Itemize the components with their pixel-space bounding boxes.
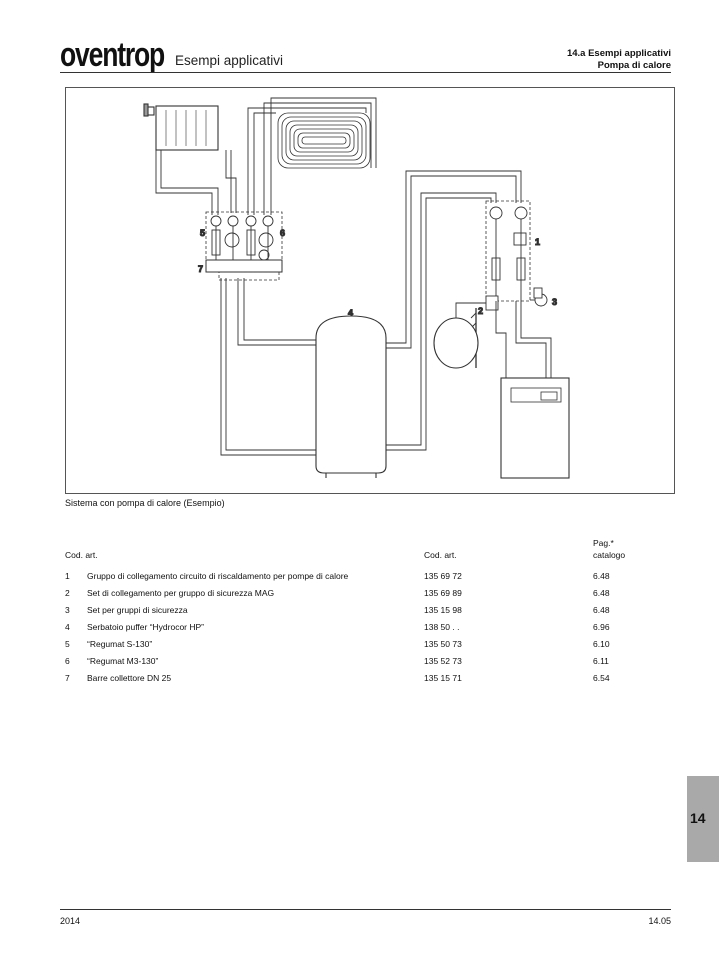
cell-num: 1: [65, 570, 70, 581]
header-page-top: Pag.*: [593, 538, 614, 548]
table-row: 7 Barre collettore DN 25 135 15 71 6.54: [65, 669, 645, 686]
tank-to-group-pipes: [386, 170, 522, 451]
manifold-bar: [205, 259, 283, 273]
cell-page: 6.48: [593, 587, 610, 598]
cell-code: 135 50 73: [424, 638, 462, 649]
cell-page: 6.11: [593, 655, 609, 666]
label-4: 4: [348, 308, 353, 318]
label-7: 7: [198, 264, 203, 274]
system-diagram: 5 6 7 4 1 2 3: [65, 87, 675, 494]
footer-rule: [60, 909, 671, 910]
expansion-vessel: [433, 317, 479, 369]
heat-pump-group-box: [485, 200, 531, 302]
section-title: Esempi applicativi: [175, 53, 284, 68]
group-to-heatpump-pipes: [495, 301, 552, 378]
table-row: 4 Serbatoio puffer “Hydrocor HP” 138 50 …: [65, 618, 645, 635]
footer-year: 2014: [60, 916, 81, 926]
heat-pump-unit: [500, 377, 570, 479]
chapter-tab-label: 14: [690, 810, 706, 826]
subchapter-title: Pompa di calore: [597, 60, 671, 71]
radiator: [143, 103, 219, 151]
table-header-row: Cod. art. Cod. art. Pag.* catalogo: [65, 537, 645, 567]
cell-code: 135 15 98: [424, 604, 462, 615]
pump-group-5: [210, 215, 240, 263]
manifold-to-tank-pipes: [220, 278, 316, 456]
heat-pump-group: [489, 206, 528, 301]
cell-num: 4: [65, 621, 70, 632]
table-row: 6 “Regumat M3-130” 135 52 73 6.11: [65, 652, 645, 669]
cell-desc: “Regumat M3-130”: [87, 655, 159, 666]
cell-desc: Set di collegamento per gruppo di sicure…: [87, 587, 275, 598]
table-row: 2 Set di collegamento per gruppo di sicu…: [65, 584, 645, 601]
cell-num: 3: [65, 604, 70, 615]
label-3: 3: [552, 297, 557, 307]
cell-num: 5: [65, 638, 70, 649]
brand-logo: oventrop: [60, 36, 165, 74]
cell-code: 135 69 89: [424, 587, 462, 598]
diagram-drawing: 5 6 7 4 1 2 3: [143, 97, 570, 479]
cell-code: 138 50 . .: [424, 621, 460, 632]
cell-code: 135 52 73: [424, 655, 462, 666]
pump-group-6: [245, 215, 274, 263]
pump-group-box-5-6: [205, 211, 283, 273]
cell-code: 135 15 71: [424, 672, 462, 683]
cell-desc: Gruppo di collegamento circuito di risca…: [87, 570, 349, 581]
footer-page-number: 14.05: [648, 916, 671, 926]
header-page-bottom: catalogo: [593, 550, 626, 560]
underfloor-heating-coil: [277, 112, 371, 169]
label-6: 6: [280, 228, 285, 238]
header-code: Cod. art.: [424, 550, 457, 560]
cell-page: 6.10: [593, 638, 610, 649]
floor-heating-pipes: [247, 97, 377, 215]
cell-num: 2: [65, 587, 70, 598]
cell-num: 6: [65, 655, 70, 666]
chapter-heading: 14.a Esempi applicativi Pompa di calore: [567, 48, 671, 72]
cell-code: 135 69 72: [424, 570, 462, 581]
radiator-pipes: [155, 150, 237, 215]
table-row: 3 Set per gruppi di sicurezza 135 15 98 …: [65, 601, 645, 618]
header-page: Pag.* catalogo: [593, 537, 645, 567]
header-rule: [60, 72, 671, 73]
table-row: 1 Gruppo di collegamento circuito di ris…: [65, 567, 645, 584]
cell-desc: Set per gruppi di sicurezza: [87, 604, 188, 615]
label-1: 1: [535, 237, 540, 247]
cell-page: 6.48: [593, 570, 610, 581]
cell-desc: Barre collettore DN 25: [87, 672, 172, 683]
safety-group: [530, 287, 548, 307]
cell-page: 6.54: [593, 672, 610, 683]
cell-desc: “Regumat S-130”: [87, 638, 153, 649]
label-2: 2: [478, 306, 483, 316]
manifold-box: [218, 271, 280, 281]
cell-num: 7: [65, 672, 70, 683]
header-num: Cod. art.: [65, 550, 98, 560]
parts-table: Cod. art. Cod. art. Pag.* catalogo 1 Gru…: [65, 537, 645, 686]
chapter-title: 14.a Esempi applicativi: [566, 48, 671, 59]
cell-desc: Serbatoio puffer “Hydrocor HP”: [87, 621, 205, 632]
cell-page: 6.96: [593, 621, 610, 632]
chapter-tab[interactable]: 14: [687, 776, 719, 862]
cell-page: 6.48: [593, 604, 610, 615]
figure-caption: Sistema con pompa di calore (Esempio): [65, 498, 225, 508]
buffer-tank: [315, 315, 387, 478]
table-row: 5 “Regumat S-130” 135 50 73 6.10: [65, 635, 645, 652]
label-5: 5: [200, 228, 205, 238]
